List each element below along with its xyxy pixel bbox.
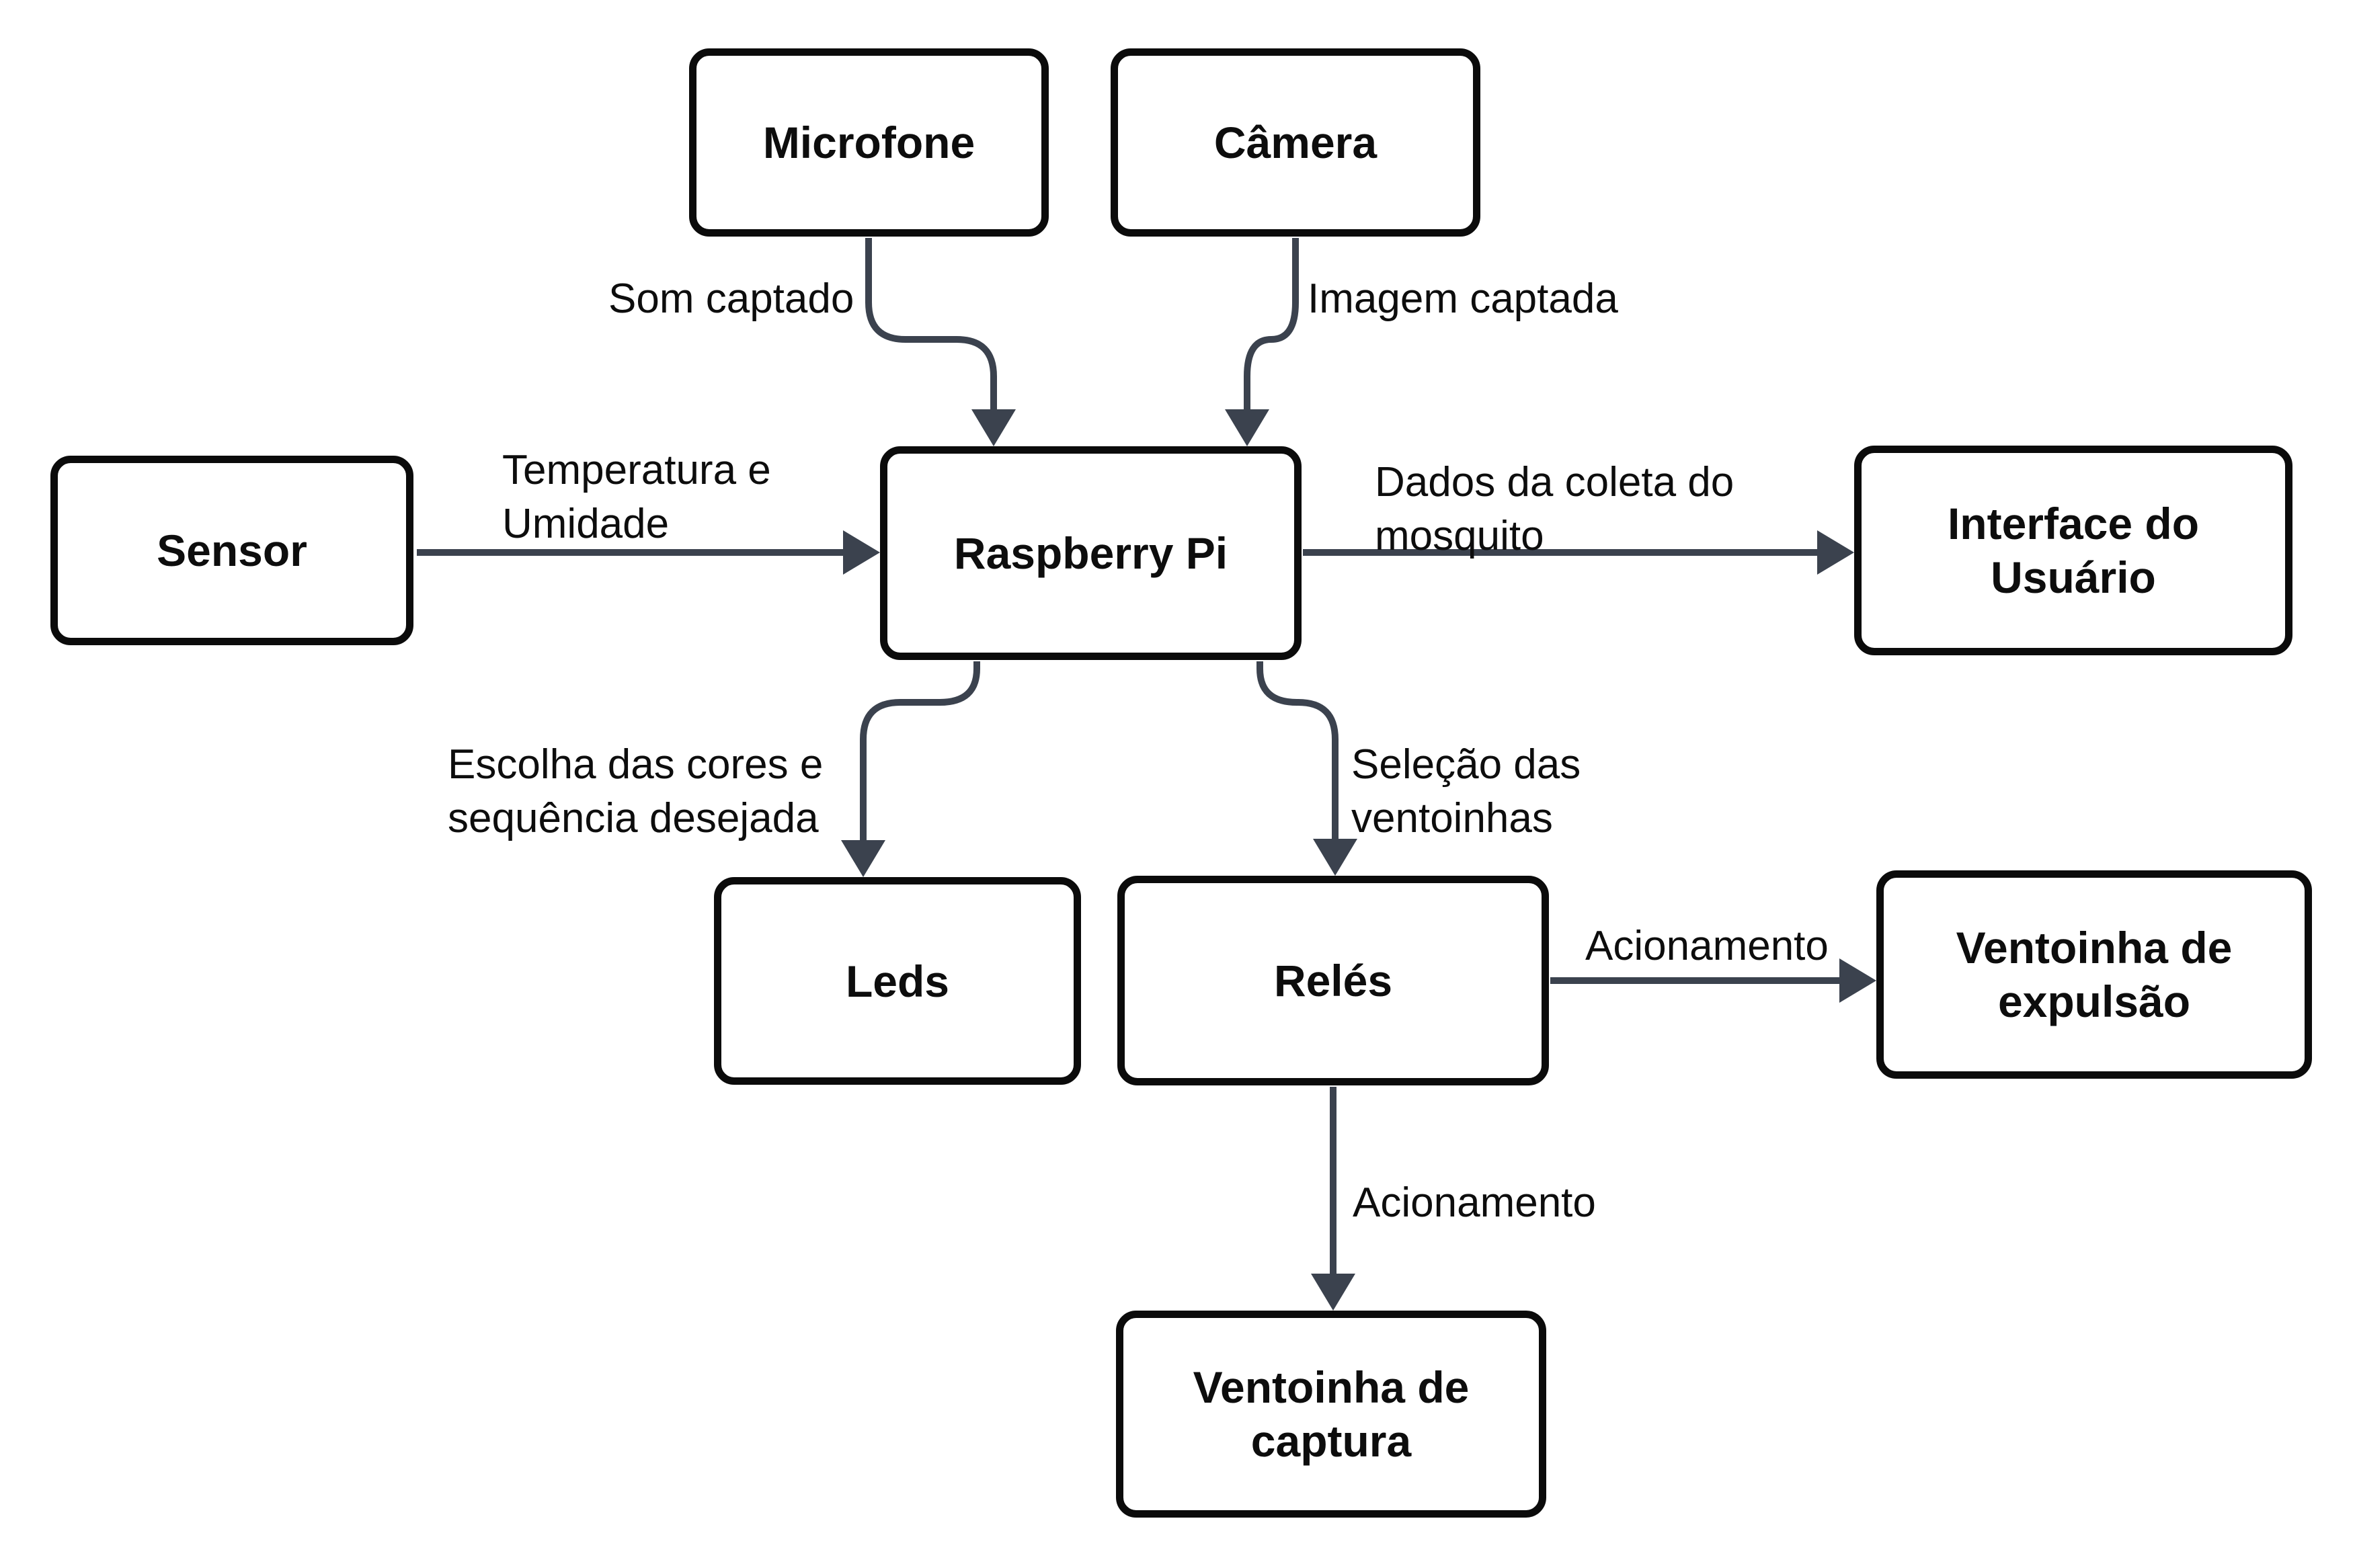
node-microfone-label: Microfone	[762, 118, 975, 167]
node-camera: Câmera	[1111, 48, 1480, 237]
node-sensor-label: Sensor	[157, 526, 307, 575]
node-microfone: Microfone	[689, 48, 1049, 237]
node-raspberry-pi: Raspberry Pi	[880, 446, 1302, 660]
edge-label-imagem-captada: Imagem captada	[1308, 276, 1618, 322]
node-leds-label: Leds	[845, 956, 950, 1006]
edge-label-temperatura-line2: Umidade	[502, 501, 670, 547]
edge-label-acionamento-captura: Acionamento	[1353, 1180, 1596, 1226]
edge-label-temperatura-line1: Temperatura e	[502, 447, 771, 493]
node-reles: Relés	[1117, 876, 1549, 1085]
node-ventoinha-de-captura-label: Ventoinha de captura	[1193, 1362, 1470, 1466]
edge-label-escolha-line1: Escolha das cores e	[448, 741, 824, 788]
node-interface-do-usuario: Interface do Usuário	[1854, 446, 2292, 655]
edge-label-dados-line2: mosquito	[1375, 513, 1544, 559]
edge-label-selecao-line2: ventoinhas	[1351, 795, 1553, 841]
node-camera-label: Câmera	[1213, 118, 1378, 167]
edge-label-som-captado: Som captado	[608, 276, 854, 322]
edge-label-dados-line1: Dados da coleta do	[1375, 459, 1734, 505]
edge-label-dados-da-coleta: Dados da coleta do mosquito	[1375, 456, 1734, 563]
node-interface-do-usuario-label: Interface do Usuário	[1947, 499, 2200, 602]
node-sensor: Sensor	[50, 456, 413, 645]
node-reles-label: Relés	[1273, 956, 1393, 1005]
edge-raspberry-to-leds	[841, 661, 980, 877]
edge-camera-to-raspberry	[1225, 238, 1299, 446]
node-ventoinha-de-expulsao-label: Ventoinha de expulsão	[1956, 923, 2233, 1026]
edge-label-acionamento-expulsao: Acionamento	[1585, 923, 1829, 969]
edge-raspberry-to-reles	[1256, 661, 1357, 876]
edge-label-escolha-line2: sequência desejada	[448, 795, 819, 841]
edge-label-escolha-das-cores: Escolha das cores e sequência desejada	[448, 738, 823, 845]
edge-microfone-to-raspberry	[865, 238, 1016, 446]
node-raspberry-pi-label: Raspberry Pi	[953, 528, 1228, 578]
edge-label-selecao-line1: Seleção das	[1351, 741, 1581, 788]
node-leds: Leds	[714, 877, 1081, 1085]
node-ventoinha-de-captura: Ventoinha de captura	[1116, 1311, 1546, 1518]
edge-label-selecao-das-ventoinhas: Seleção das ventoinhas	[1351, 738, 1581, 845]
node-ventoinha-de-expulsao: Ventoinha de expulsão	[1876, 870, 2312, 1079]
edge-label-temperatura-umidade: Temperatura e Umidade	[502, 444, 771, 551]
